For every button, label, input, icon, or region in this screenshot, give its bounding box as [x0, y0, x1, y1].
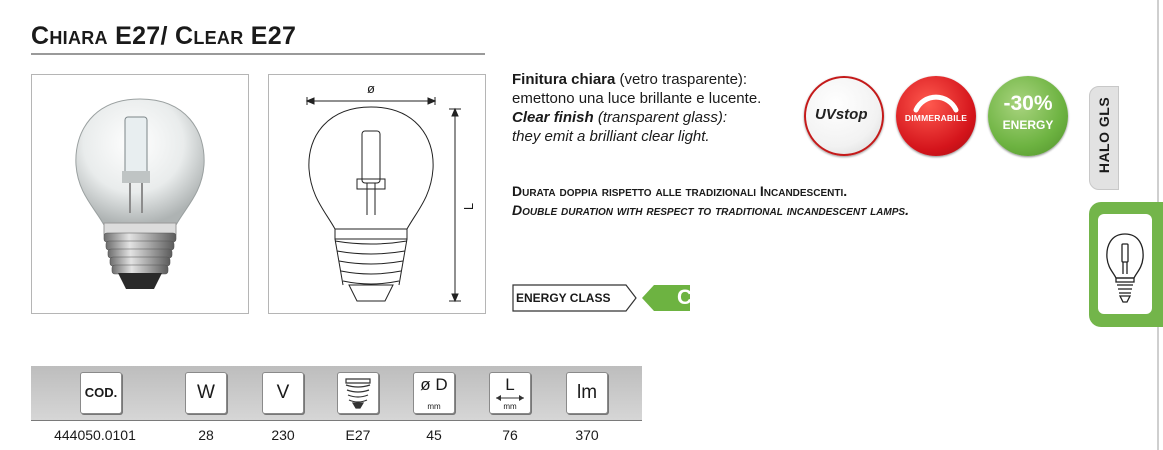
energy-saving-label: ENERGY: [1002, 118, 1054, 132]
column-header-diameter: ø D mm: [413, 372, 455, 414]
bulb-photo: [75, 98, 205, 289]
row-cell-watt: 28: [198, 427, 214, 443]
description-en-bold: Clear finish: [512, 109, 594, 126]
row-cell-volt: 230: [271, 427, 295, 443]
description-en-line2: they emit a brilliant clear light.: [512, 128, 710, 145]
spec-table-header-band: [31, 366, 642, 420]
row-cell-cod: 444050.0101: [54, 427, 136, 443]
energy-class-letter: C: [677, 286, 693, 309]
bulb-technical-drawing: [305, 97, 461, 303]
table-header-divider: [31, 420, 642, 421]
column-header-volt: V: [262, 372, 304, 414]
energy-saving-percent: -30%: [1003, 92, 1053, 115]
dimmable-label: DIMMERABILE: [904, 113, 968, 123]
dimmable-arc-icon: [913, 94, 959, 113]
column-header-watt: W: [185, 372, 227, 414]
diameter-symbol: ø: [367, 81, 375, 96]
bulb-outline-icon: [1106, 233, 1144, 303]
energy-class-label: ENERGY CLASS: [516, 291, 611, 305]
energy-class-arrow: [512, 284, 690, 312]
column-header-lumen: lm: [566, 372, 608, 414]
row-cell-length: 76: [502, 427, 518, 443]
bulb-photo-frame: [31, 74, 249, 314]
category-tab-icon-panel: [1098, 214, 1152, 314]
lifetime-it: Durata doppia rispetto alle tradizionali…: [512, 183, 848, 199]
description-it-bold: Finitura chiara: [512, 71, 616, 88]
dimmable-badge: DIMMERABILE: [896, 76, 976, 156]
description-en-line1: Clear finish (transparent glass):: [512, 108, 761, 127]
bulb-technical-drawing-frame: ø L: [268, 74, 486, 314]
title-underline: [31, 53, 485, 55]
row-cell-socket: E27: [345, 427, 371, 443]
row-cell-lumen: 370: [575, 427, 599, 443]
socket-icon: [345, 378, 371, 409]
row-cell-diameter: 45: [426, 427, 442, 443]
description-en-rest: (transparent glass):: [593, 109, 728, 126]
length-symbol: L: [461, 202, 477, 211]
column-header-length: L mm: [489, 372, 531, 414]
finish-description: Finitura chiara (vetro trasparente): eme…: [512, 70, 761, 146]
uv-stop-label: UVstop: [815, 106, 868, 123]
lifetime-en: Double duration with respect to traditio…: [512, 202, 909, 218]
column-header-socket: [337, 372, 379, 414]
uv-stop-badge: UVstop: [804, 76, 884, 156]
description-it-rest: (vetro trasparente):: [615, 71, 748, 88]
category-tab-halo-gls[interactable]: HALO GLS: [1089, 86, 1119, 190]
category-tab-label: HALO GLS: [1096, 96, 1112, 174]
length-header-label: L: [505, 375, 515, 394]
column-header-cod: COD.: [80, 372, 122, 414]
energy-saving-badge: -30% ENERGY: [988, 76, 1068, 156]
page-title: Chiara E27/ Clear E27: [31, 22, 297, 50]
lifetime-statement: Durata doppia rispetto alle tradizionali…: [512, 182, 909, 220]
energy-class-indicator: ENERGY CLASS C: [512, 283, 692, 320]
diameter-header-label: ø D: [420, 375, 448, 394]
description-it-line2: emettono una luce brillante e lucente.: [512, 90, 762, 107]
length-header-unit: mm: [503, 402, 517, 411]
diameter-header-unit: mm: [427, 402, 441, 411]
description-it-line1: Finitura chiara (vetro trasparente):: [512, 70, 761, 89]
length-arrow-icon: [496, 395, 524, 401]
category-tab-bulb-icon[interactable]: [1089, 202, 1163, 327]
